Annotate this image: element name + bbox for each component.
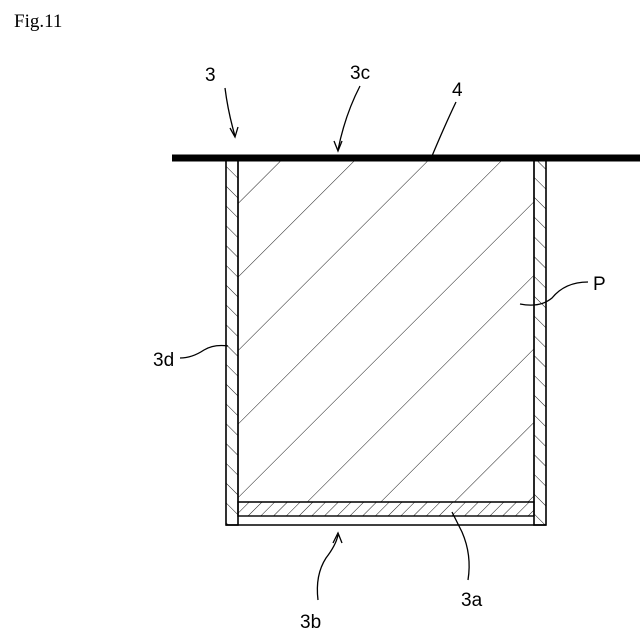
right-wall	[534, 158, 546, 525]
leader-4	[432, 102, 456, 156]
bottom-layer	[238, 502, 534, 516]
label-3d: 3d	[153, 350, 174, 371]
label-4: 4	[452, 80, 463, 101]
leader-3b	[317, 535, 338, 600]
label-3b: 3b	[300, 612, 321, 633]
label-3a: 3a	[461, 590, 483, 611]
figure-label: Fig.11	[14, 11, 62, 32]
label-p: P	[593, 274, 606, 295]
leader-3c	[338, 86, 360, 150]
label-3: 3	[205, 65, 216, 86]
arrowhead-3c	[334, 141, 342, 151]
leader-3d	[180, 346, 228, 359]
leader-3a	[452, 512, 469, 580]
product-fill	[238, 158, 534, 502]
left-wall	[226, 158, 238, 525]
label-3c: 3c	[350, 63, 370, 84]
